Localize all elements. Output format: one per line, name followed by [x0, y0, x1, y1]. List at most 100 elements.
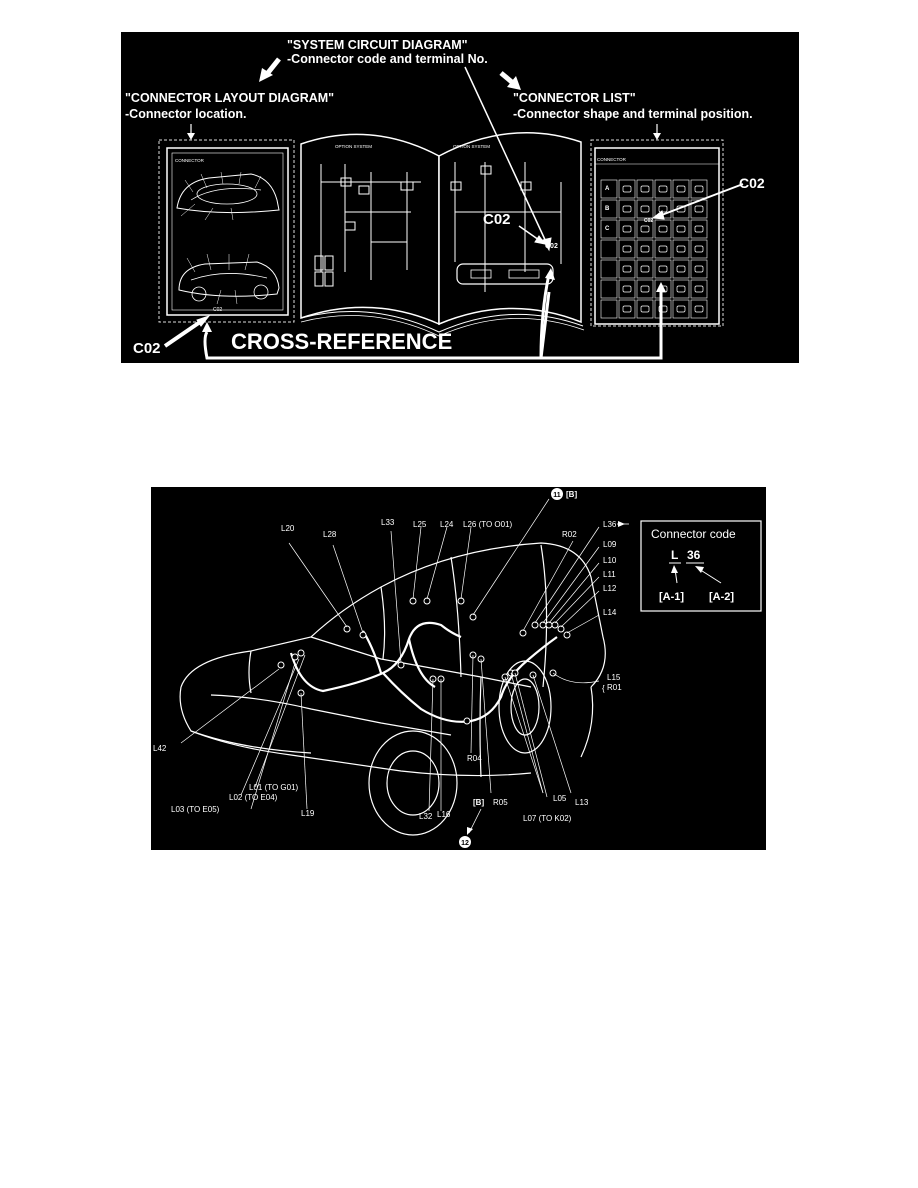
connector-marker	[557, 625, 565, 633]
connector-grid-cell	[600, 299, 618, 319]
label-r05: R05	[493, 798, 508, 807]
connector-shape-icon	[622, 225, 632, 233]
layout-diagram-subtitle: -Connector location.	[125, 107, 247, 121]
grid-row-a: A	[605, 186, 610, 192]
connector-grid-cell	[636, 259, 654, 279]
label-r02: R02	[562, 530, 577, 539]
wiring-harness	[289, 621, 558, 723]
connector-shape-icon	[694, 185, 704, 193]
connector-grid-cell	[690, 179, 708, 199]
code-ref-a2: [A-2]	[709, 591, 734, 603]
connector-grid-cell	[600, 239, 618, 259]
connector-list-subtitle: -Connector shape and terminal position.	[513, 107, 753, 121]
code-number: 36	[687, 548, 701, 562]
connector-grid-cell	[690, 239, 708, 259]
connector-shape-icon	[640, 245, 650, 253]
cross-reference-figure: "SYSTEM CIRCUIT DIAGRAM" -Connector code…	[121, 32, 799, 363]
label-l01: L01 (TO G01)	[249, 783, 299, 792]
connector-shape-icon	[694, 285, 704, 293]
cross-reference-svg: "SYSTEM CIRCUIT DIAGRAM" -Connector code…	[125, 38, 765, 360]
connector-grid-cell	[600, 179, 618, 199]
connector-shape-icon	[658, 225, 668, 233]
connector-shape-icon	[640, 285, 650, 293]
down-right-arrow-icon	[499, 71, 521, 90]
arrow-a1-icon	[671, 565, 678, 573]
connector-grid-cell	[618, 259, 636, 279]
cross-reference-links	[203, 273, 663, 360]
connector-shape-icon	[640, 305, 650, 313]
connector-shape-icon	[694, 245, 704, 253]
connector-shape-icon	[622, 185, 632, 193]
connector-list-page: CONNECTOR A B C C02	[594, 147, 720, 325]
connector-marker	[343, 625, 351, 633]
connector-grid-cell	[600, 219, 618, 239]
connector-grid-cell	[672, 279, 690, 299]
down-arrow-icon	[653, 124, 661, 140]
connector-grid-cell	[672, 299, 690, 319]
connector-grid-cell	[636, 279, 654, 299]
connector-shape-icon	[622, 205, 632, 213]
book-c02-label: C02	[545, 243, 558, 250]
label-l07: L07 (TO K02)	[523, 814, 572, 823]
connector-shape-icon	[640, 265, 650, 273]
connector-grid-cell	[654, 239, 672, 259]
grid-c02: C02	[644, 218, 653, 224]
connector-grid-cell	[672, 199, 690, 219]
label-b-top: [B]	[566, 490, 577, 499]
connector-shape-icon	[622, 305, 632, 313]
label-l25: L25	[413, 520, 427, 529]
code-box-title: Connector code	[651, 527, 736, 541]
connector-grid-cell	[636, 299, 654, 319]
connector-grid-cell	[654, 179, 672, 199]
label-l02: L02 (TO E04)	[229, 793, 278, 802]
connector-grid-cell	[690, 299, 708, 319]
connector-shape-icon	[640, 185, 650, 193]
label-l09: L09	[603, 540, 617, 549]
connector-shape-icon	[676, 305, 686, 313]
vehicle-wheels	[368, 660, 552, 836]
circle-badge-top	[551, 488, 563, 500]
layout-diagram-title: "CONNECTOR LAYOUT DIAGRAM"	[125, 91, 334, 105]
connector-grid-cell	[618, 279, 636, 299]
connector-grid-cell	[654, 259, 672, 279]
label-l16: L16	[437, 810, 451, 819]
down-arrow-icon	[187, 124, 195, 140]
connector-shape-icon	[676, 285, 686, 293]
connector-shape-icon	[676, 225, 686, 233]
label-l15: L15	[607, 673, 621, 682]
brace-icon: {	[602, 684, 605, 693]
connector-grid-cell	[672, 219, 690, 239]
connector-marker	[531, 621, 539, 629]
connector-grid-cell	[618, 199, 636, 219]
layout-page-c02: C02	[213, 307, 222, 313]
connector-grid-cell	[618, 179, 636, 199]
connector-marker	[463, 717, 471, 725]
connector-marker	[469, 613, 477, 621]
connector-shape-icon	[658, 245, 668, 253]
connector-grid-cell	[672, 239, 690, 259]
label-l42: L42	[153, 744, 167, 753]
circle-number-bottom: 12	[461, 840, 469, 847]
layout-page-header: CONNECTOR	[175, 158, 205, 163]
list-page-header: CONNECTOR	[597, 157, 627, 162]
grid-row-c: C	[605, 226, 610, 232]
connector-grid-cell	[672, 179, 690, 199]
connector-marker	[519, 629, 527, 637]
connector-grid-cell	[654, 299, 672, 319]
connector-shape-icon	[640, 225, 650, 233]
label-l12: L12	[603, 584, 617, 593]
connector-grid-cell	[636, 239, 654, 259]
connector-shape-icon	[622, 245, 632, 253]
connector-grid-cell	[672, 259, 690, 279]
label-l19: L19	[301, 809, 315, 818]
connector-grid-cell	[690, 259, 708, 279]
connector-shape-icon	[658, 305, 668, 313]
connector-grid-cell	[618, 299, 636, 319]
label-l36: L36	[603, 520, 617, 529]
layout-dashed-frame	[158, 139, 295, 323]
book-left-header: OPTION SYSTEM	[335, 144, 372, 149]
connector-marker	[291, 653, 299, 661]
down-left-arrow-icon	[259, 57, 281, 82]
connector-layout-figure: L20 L28 L33 L25 L24 L26 (TO O01) R02 L36…	[151, 487, 766, 850]
arrow-a2-icon	[695, 566, 704, 573]
